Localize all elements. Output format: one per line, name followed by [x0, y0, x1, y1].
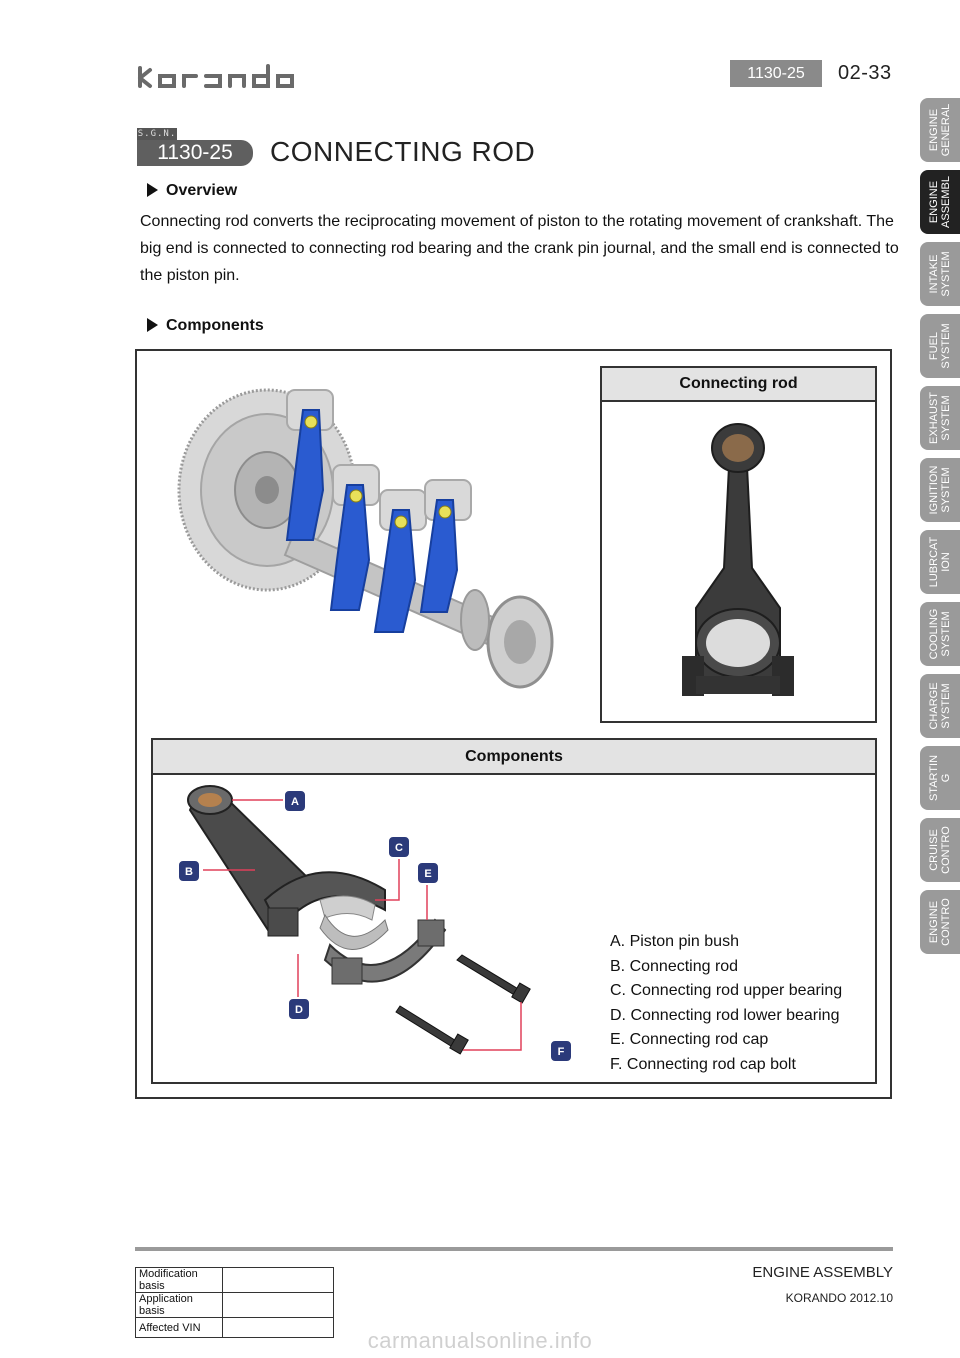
korando-logo [138, 64, 294, 88]
tab-engine-general[interactable]: ENGINE GENERAL [920, 98, 960, 162]
callout-c-badge [387, 835, 411, 859]
footer-section: ENGINE ASSEMBLY [752, 1264, 893, 1281]
components-heading-text: Components [166, 317, 264, 334]
callout-b-badge [177, 859, 201, 883]
page-number: 02-33 [838, 62, 892, 84]
page-title: CONNECTING ROD [270, 136, 536, 167]
connecting-rod-photo [682, 423, 794, 696]
table-row: Affected VIN [135, 1317, 334, 1338]
tab-cruise-control[interactable]: CRUISE CONTRO [920, 818, 960, 882]
tab-exhaust-system[interactable]: EXHAUST SYSTEM [920, 386, 960, 450]
watermark: carmanualsonline.info [367, 1328, 593, 1353]
callout-f-badge [549, 1039, 573, 1063]
legend-item: A. Piston pin bush [610, 933, 739, 950]
header-code-badge: 1130-25 [730, 60, 822, 87]
components-heading: Components [147, 316, 264, 336]
tab-ignition-system[interactable]: IGNITION SYSTEM [920, 458, 960, 522]
callout-e-badge [416, 861, 440, 885]
legend-item: E. Connecting rod cap [610, 1031, 769, 1048]
legend-item: B. Connecting rod [610, 957, 739, 975]
revision-table: Modification basis Application basis Aff… [135, 1267, 334, 1338]
tab-lubrication[interactable]: LUBRCAT ION [920, 530, 960, 594]
triangle-bullet-icon [147, 318, 158, 332]
tab-charge-system[interactable]: CHARGE SYSTEM [920, 674, 960, 738]
footer-divider [135, 1247, 893, 1251]
legend-item: C. Connecting rod upper bearing [610, 982, 843, 999]
sgn-label: S.G.N. [137, 128, 177, 140]
overview-paragraph: Connecting rod converts the reciprocatin… [140, 213, 899, 284]
tab-engine-assembly[interactable]: ENGINE ASSEMBL [920, 170, 960, 234]
tab-cooling-system[interactable]: COOLING SYSTEM [920, 602, 960, 666]
tab-intake-system[interactable]: INTAKE SYSTEM [920, 242, 960, 306]
exploded-components-illustration: A B C D E F [177, 785, 573, 1063]
legend-item: F. Connecting rod cap bolt [610, 1055, 796, 1073]
table-row: Application basis [135, 1292, 334, 1318]
footer-model-date: KORANDO 2012.10 [785, 1291, 893, 1305]
callout-a: A [291, 796, 299, 808]
title-code-badge: 1130-25 [137, 140, 253, 166]
callout-e: E [424, 868, 431, 880]
components-panel-title: Components [153, 740, 875, 775]
connecting-rod-panel-title: Connecting rod [602, 368, 875, 402]
components-figure [135, 349, 892, 1099]
tab-starting[interactable]: STARTIN G [920, 746, 960, 810]
callout-c: C [395, 842, 403, 854]
callout-b: B [185, 866, 193, 878]
overview-heading-text: Overview [166, 182, 238, 199]
callout-d-badge [287, 997, 311, 1021]
callout-f: F [558, 1046, 565, 1058]
triangle-bullet-icon [147, 183, 158, 197]
crankshaft-assembly-illustration [177, 388, 554, 689]
components-legend: A. Piston pin bush B. Connecting rod C. … [610, 930, 842, 1077]
callout-d: D [295, 1004, 303, 1016]
tab-engine-control[interactable]: ENGINE CONTRO [920, 890, 960, 954]
overview-heading: Overview [147, 181, 237, 201]
tab-fuel-system[interactable]: FUEL SYSTEM [920, 314, 960, 378]
legend-item: D. Connecting rod lower bearing [610, 1006, 840, 1024]
table-row: Modification basis [135, 1267, 334, 1293]
callout-a-badge [283, 789, 307, 813]
